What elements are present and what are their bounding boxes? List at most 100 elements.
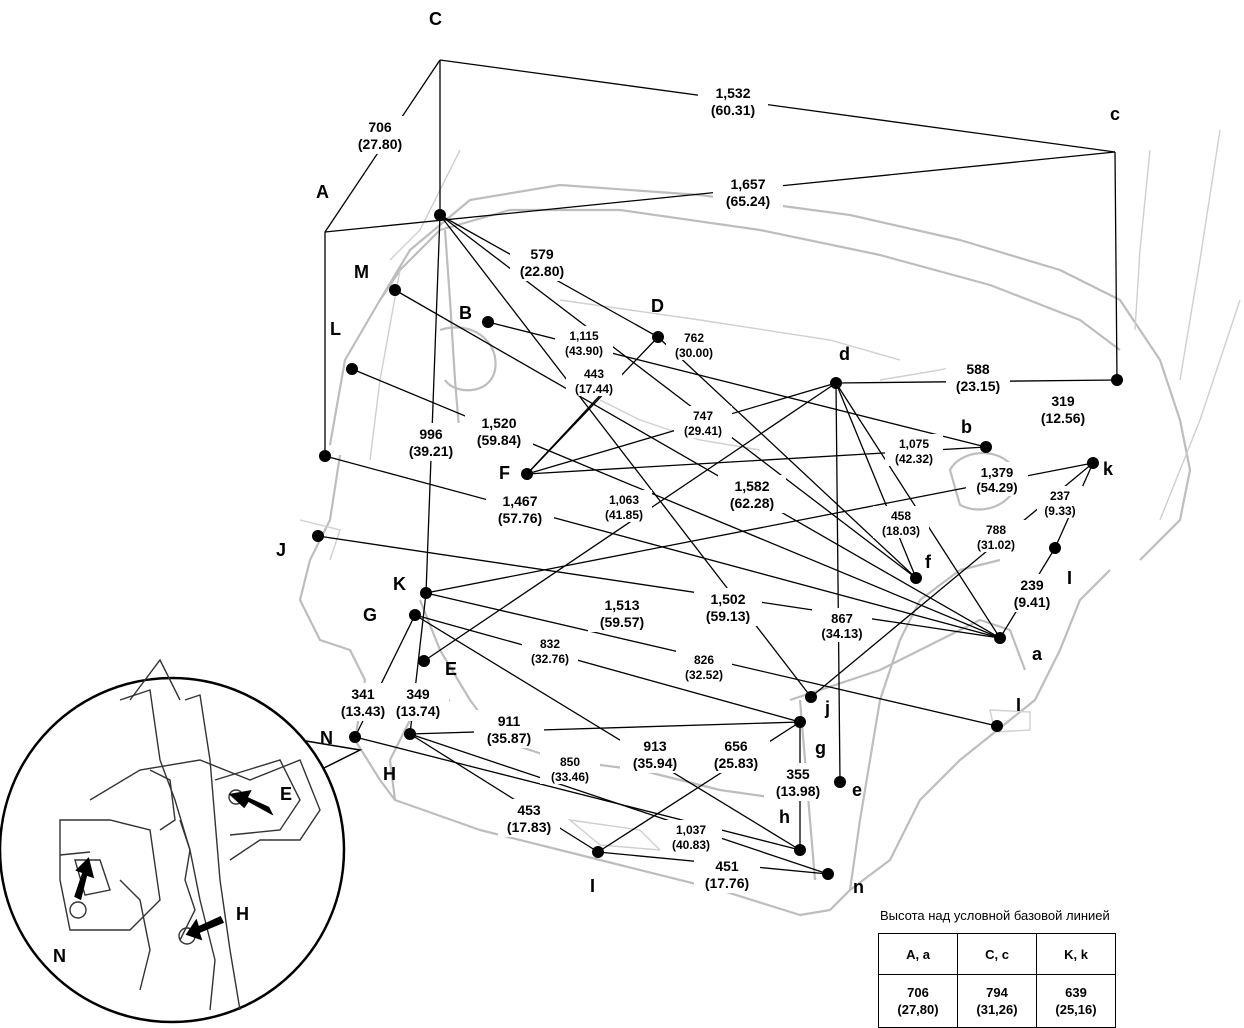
svg-text:(41.85): (41.85): [605, 508, 643, 522]
svg-text:(33.46): (33.46): [551, 770, 589, 784]
measurement-label: 349 (13.74): [387, 683, 449, 721]
svg-text:1,532: 1,532: [715, 85, 750, 101]
point-b-dot: [980, 441, 992, 453]
svg-text:1,467: 1,467: [502, 493, 537, 509]
svg-text:(13.74): (13.74): [396, 703, 440, 719]
measurement-label: 826 (32.52): [676, 650, 732, 682]
measurement-label: 762 (30.00): [666, 328, 722, 360]
svg-text:1,379: 1,379: [981, 465, 1014, 480]
measurement-label: 1,075 (42.32): [885, 434, 943, 466]
svg-text:(59.84): (59.84): [477, 432, 521, 448]
point-L-dot: [346, 363, 358, 375]
svg-text:1,582: 1,582: [734, 478, 769, 494]
svg-text:(59.57): (59.57): [600, 614, 644, 630]
point-E-dot: [418, 655, 430, 667]
svg-text:(59.13): (59.13): [706, 608, 750, 624]
measurement-label: 443 (17.44): [566, 364, 622, 396]
svg-text:341: 341: [351, 686, 375, 702]
svg-text:(25.83): (25.83): [714, 755, 758, 771]
measurement-label: 1,063 (41.85): [596, 490, 652, 522]
point-label-l: I: [1067, 568, 1072, 588]
measurement-label: 1,513 (59.57): [588, 594, 656, 632]
measurement-label: 355 (13.98): [764, 763, 832, 801]
height-value-mm: 639: [1065, 985, 1087, 1000]
point-k-dot: [805, 691, 817, 703]
height-value-in: (25,16): [1055, 1002, 1097, 1017]
svg-text:(12.56): (12.56): [1041, 410, 1085, 426]
point-label-E: E: [445, 659, 457, 679]
measurement-label: 1,115 (43.90): [555, 326, 613, 358]
point-C-dot: [434, 209, 446, 221]
svg-text:1,657: 1,657: [730, 176, 765, 192]
svg-text:(22.80): (22.80): [520, 263, 564, 279]
svg-text:319: 319: [1051, 393, 1075, 409]
height-value-mm: 794: [986, 985, 1008, 1000]
svg-text:747: 747: [693, 409, 713, 423]
point-f-dot: [910, 572, 922, 584]
svg-text:(39.21): (39.21): [409, 443, 453, 459]
detail-label-N: N: [53, 946, 66, 966]
height-value-cell: 706 (27,80): [878, 974, 958, 1028]
height-value-cell: 794 (31,26): [957, 974, 1037, 1028]
point-label-A: A: [316, 182, 329, 202]
svg-text:(9.33): (9.33): [1044, 504, 1075, 518]
svg-text:(43.90): (43.90): [565, 344, 603, 358]
svg-text:850: 850: [560, 755, 580, 769]
point-B-dot: [482, 316, 494, 328]
svg-text:(35.87): (35.87): [487, 730, 531, 746]
svg-text:1,115: 1,115: [569, 329, 599, 343]
reference-points: [312, 209, 1123, 880]
svg-text:451: 451: [715, 858, 739, 874]
point-label-L: L: [330, 319, 341, 339]
measurement-label: 1,502 (59.13): [694, 588, 762, 626]
measurement-label: 458 (18.03): [873, 506, 929, 538]
svg-text:996: 996: [419, 426, 443, 442]
point-label-c: c: [1110, 104, 1120, 124]
height-header: A, a: [878, 933, 958, 975]
measurement-label: 1,379 (54.29): [966, 462, 1028, 496]
height-value-cell: 639 (25,16): [1036, 974, 1116, 1028]
point-N-dot: [349, 731, 361, 743]
point-G-dot: [409, 609, 421, 621]
svg-text:(35.94): (35.94): [633, 755, 677, 771]
point-label-B: B: [459, 303, 472, 323]
measurement-label: 850 (33.46): [540, 752, 600, 784]
svg-text:(32.76): (32.76): [531, 652, 569, 666]
point-K-dot: [420, 587, 432, 599]
svg-text:349: 349: [406, 686, 430, 702]
measurement-label: 996 (39.21): [398, 423, 464, 461]
point-n-dot: [822, 868, 834, 880]
svg-text:(42.32): (42.32): [895, 452, 933, 466]
svg-text:(17.76): (17.76): [705, 875, 749, 891]
svg-text:(13.43): (13.43): [341, 703, 385, 719]
point-j-dot: [991, 720, 1003, 732]
svg-text:458: 458: [891, 509, 911, 523]
svg-text:(40.83): (40.83): [672, 838, 710, 852]
measurement-label: 451 (17.76): [694, 855, 760, 893]
measurement-label: 788 (31.02): [966, 520, 1026, 552]
point-label-b: b: [961, 417, 972, 437]
point-label-e: e: [852, 780, 862, 800]
svg-text:788: 788: [986, 523, 1006, 537]
height-header: C, c: [957, 933, 1037, 975]
svg-text:(62.28): (62.28): [730, 495, 774, 511]
svg-text:239: 239: [1020, 577, 1044, 593]
svg-text:(13.98): (13.98): [776, 783, 820, 799]
point-label-f: f: [925, 552, 932, 572]
point-A-dot: [319, 450, 331, 462]
point-label-G: G: [363, 605, 377, 625]
svg-text:706: 706: [368, 119, 392, 135]
measurement-label: 1,467 (57.76): [486, 490, 554, 528]
measurement-label: 588 (23.15): [946, 358, 1010, 396]
svg-text:(17.83): (17.83): [507, 819, 551, 835]
measurement-label: 911 (35.87): [474, 710, 544, 748]
svg-text:762: 762: [684, 331, 704, 345]
svg-text:1,520: 1,520: [481, 415, 516, 431]
point-J-dot: [312, 530, 324, 542]
svg-text:1,513: 1,513: [604, 597, 639, 613]
point-I-dot: [592, 846, 604, 858]
svg-text:(60.31): (60.31): [711, 102, 755, 118]
height-value-in: (27,80): [897, 1002, 939, 1017]
svg-text:(54.29): (54.29): [976, 480, 1017, 495]
arrow-n-icon: [74, 857, 95, 901]
